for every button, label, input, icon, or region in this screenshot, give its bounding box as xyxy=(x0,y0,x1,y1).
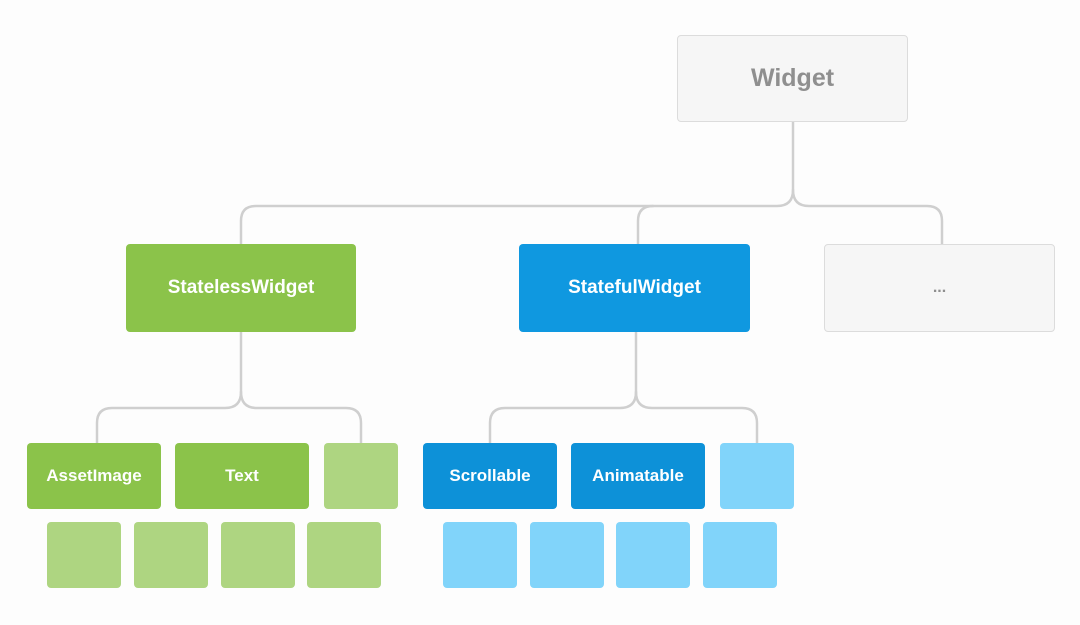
node-green-placeholder xyxy=(307,522,381,588)
node-stateful-widget-label: StatefulWidget xyxy=(568,277,701,298)
connector-stateful-trunk xyxy=(488,330,638,445)
connector-root-middle xyxy=(636,204,655,246)
connector-stateful-right xyxy=(634,390,759,445)
node-asset-image-label: AssetImage xyxy=(46,466,142,485)
node-blue-placeholder xyxy=(530,522,604,588)
node-stateless-placeholder xyxy=(324,443,398,509)
connector-root-right xyxy=(791,188,944,246)
node-animatable-label: Animatable xyxy=(592,466,684,485)
node-widget: Widget xyxy=(677,35,908,122)
node-stateful-placeholder xyxy=(720,443,794,509)
connector-stateless-trunk xyxy=(95,330,243,445)
connector-root-trunk xyxy=(239,120,795,246)
node-text: Text xyxy=(175,443,309,509)
node-asset-image: AssetImage xyxy=(27,443,161,509)
node-blue-placeholder xyxy=(443,522,517,588)
node-green-placeholder xyxy=(134,522,208,588)
node-blue-placeholder xyxy=(703,522,777,588)
node-text-label: Text xyxy=(225,466,259,485)
node-stateless-widget-label: StatelessWidget xyxy=(167,277,315,298)
node-stateful-widget: StatefulWidget xyxy=(519,244,750,332)
node-stateless-widget: StatelessWidget xyxy=(126,244,356,332)
node-animatable: Animatable xyxy=(571,443,705,509)
node-scrollable: Scrollable xyxy=(423,443,557,509)
node-green-placeholder xyxy=(221,522,295,588)
node-blue-placeholder xyxy=(616,522,690,588)
node-widget-label: Widget xyxy=(750,64,835,92)
node-scrollable-label: Scrollable xyxy=(449,466,531,485)
node-green-placeholder xyxy=(47,522,121,588)
node-ellipsis-label: ... xyxy=(932,279,947,296)
node-ellipsis: ... xyxy=(824,244,1055,332)
connector-stateless-right xyxy=(239,390,363,445)
